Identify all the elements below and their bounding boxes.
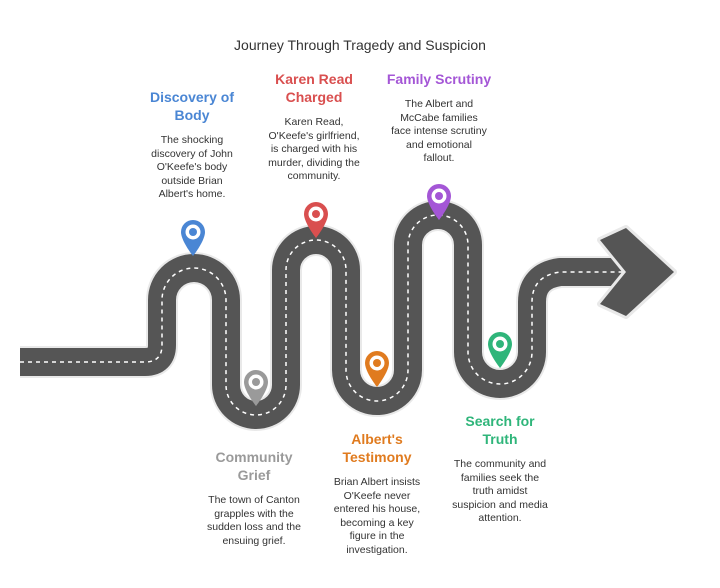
milestone-description: The Albert and McCabe families face inte… [391, 98, 487, 164]
milestone-search-for-truth: Search for Truth The community and famil… [430, 412, 570, 526]
location-pin-icon [181, 220, 205, 256]
milestone-description: Karen Read, O'Keefe's girlfriend, is cha… [268, 116, 360, 182]
milestone-description: The town of Canton grapples with the sud… [207, 494, 301, 547]
arrow-head-icon [597, 225, 677, 319]
milestone-title: Community Grief [215, 449, 293, 483]
milestone-title: Karen Read Charged [275, 71, 353, 105]
milestone-description: The community and families seek the trut… [452, 458, 548, 524]
diagram-title: Journey Through Tragedy and Suspicion [234, 37, 486, 53]
milestone-discovery-of-body: Discovery of Body The shocking discovery… [122, 88, 262, 202]
location-pin-icon [365, 351, 389, 387]
milestone-description: Brian Albert insists O'Keefe never enter… [333, 476, 421, 556]
location-pin-icon [488, 332, 512, 368]
milestone-title: Discovery of Body [149, 89, 235, 123]
milestone-title: Albert's Testimony [342, 431, 412, 465]
milestone-family-scrutiny: Family Scrutiny The Albert and McCabe fa… [369, 70, 509, 166]
milestone-community-grief: Community Grief The town of Canton grapp… [184, 448, 324, 548]
milestone-title: Search for Truth [465, 413, 535, 447]
location-pin-icon [304, 202, 328, 238]
milestone-title: Family Scrutiny [386, 71, 492, 87]
location-pin-icon [427, 184, 451, 220]
milestone-description: The shocking discovery of John O'Keefe's… [151, 134, 233, 200]
milestone-alberts-testimony: Albert's Testimony Brian Albert insists … [307, 430, 447, 557]
location-pin-icon [244, 370, 268, 406]
winding-road [20, 199, 640, 431]
milestone-karen-read-charged: Karen Read Charged Karen Read, O'Keefe's… [244, 70, 384, 184]
